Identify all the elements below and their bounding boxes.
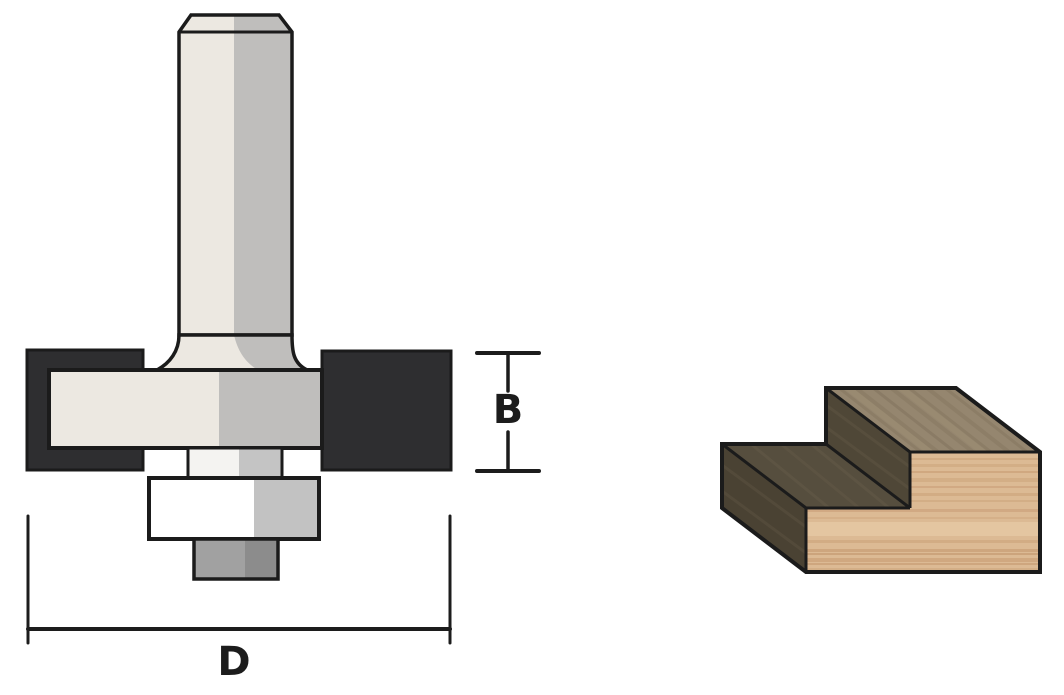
carbide-tip-right <box>320 349 453 472</box>
cutter-body-outline <box>47 368 324 450</box>
wood-sample <box>720 386 1042 574</box>
wood-left-end-grain <box>722 460 806 558</box>
shank-flare-shading <box>234 335 307 370</box>
wood-rabbet-shoulder <box>826 388 910 508</box>
wood-outlines <box>720 386 1042 574</box>
wood-rabbet-shelf <box>722 444 910 508</box>
wood-left-end-face <box>722 444 806 572</box>
wood-shelf-grain <box>745 444 895 508</box>
arbor-nut-outline <box>192 537 280 581</box>
wood-top-face <box>826 388 1040 452</box>
wood-top-highlight-grain <box>841 388 990 452</box>
router-bit <box>25 13 453 581</box>
bearing-shading <box>254 478 319 539</box>
wood-front-highlight-band <box>806 522 1040 536</box>
wood-top-grain <box>833 388 1033 452</box>
dimension-d-label: D <box>217 639 250 685</box>
arbor-nut-shading <box>245 539 278 579</box>
wood-inner-edges <box>721 386 1040 572</box>
wood-shoulder-grain <box>826 400 910 494</box>
arbor-spacer-shading <box>239 448 282 478</box>
dimension-d: D <box>26 514 452 685</box>
wood-front-grain <box>806 458 1040 570</box>
dimension-b-label: B <box>493 387 524 433</box>
dimension-b: B <box>475 351 541 473</box>
cutter-body-shading <box>219 370 322 448</box>
shank-shading <box>234 15 292 335</box>
wood-front-face <box>806 452 1040 572</box>
